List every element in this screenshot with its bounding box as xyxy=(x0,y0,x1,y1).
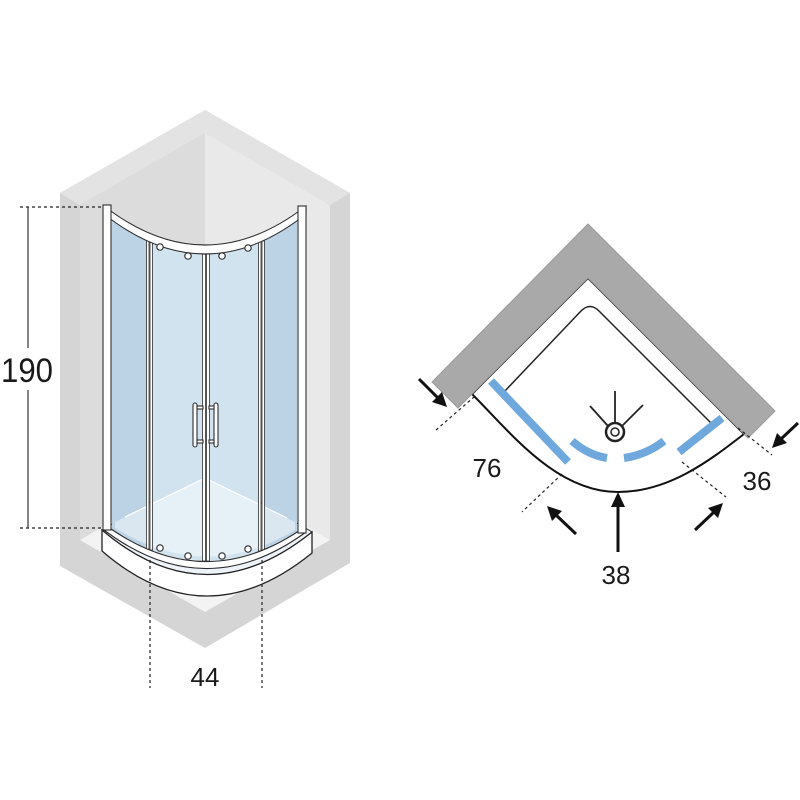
handle-mount-right-bottom xyxy=(208,439,215,444)
profile-right-fixed-edge xyxy=(261,240,265,551)
plan-right-label: 36 xyxy=(743,466,772,496)
height-label-background xyxy=(0,348,56,390)
tray-interior-edge-left xyxy=(124,477,206,518)
plan-shower-tray xyxy=(470,276,746,494)
tray-interior-edge-right xyxy=(204,477,288,519)
arrow-right-entry-head xyxy=(772,433,787,448)
plan-glass-left-fixed xyxy=(488,378,571,465)
arrow-front-head xyxy=(611,492,625,507)
handle-bar-right xyxy=(213,402,219,448)
roller-top-2 xyxy=(184,252,192,260)
plan-glass-door-right xyxy=(623,437,667,462)
handle-bar-left xyxy=(192,402,198,448)
handle-mount-right-top xyxy=(208,405,215,410)
shower-tray-front xyxy=(101,528,313,597)
height-label: 190 xyxy=(1,352,53,390)
wall-post-right xyxy=(297,205,307,534)
roller-top-4 xyxy=(244,244,252,252)
drain-inner xyxy=(610,427,620,437)
plan-tray-inner-rim xyxy=(502,305,713,425)
glass-door-left xyxy=(150,242,206,561)
roller-bottom-2 xyxy=(184,552,192,560)
plan-extension-bottom-right xyxy=(681,461,727,498)
plan-extension-left xyxy=(435,396,475,431)
glass-door-right xyxy=(206,242,261,561)
width-dimension: 44 xyxy=(149,560,263,692)
plan-extension-bottom-left xyxy=(521,473,563,513)
plan-glass-door-left xyxy=(569,437,608,462)
arrow-bottom-left xyxy=(547,506,578,536)
roller-top-3 xyxy=(218,252,226,260)
arrow-bottom-right xyxy=(693,503,723,532)
roller-bottom-1 xyxy=(156,544,164,552)
glass-panel-right-fixed xyxy=(263,221,297,550)
profile-left-door-edge xyxy=(149,241,153,551)
arrow-bottom-right-head xyxy=(708,503,723,518)
arrow-left-entry-head xyxy=(432,392,447,407)
arrow-bottom-left-shaft xyxy=(554,513,578,536)
elevation-view: 190 44 xyxy=(0,110,350,692)
plan-glass-right-fixed xyxy=(676,414,725,456)
wall-frame-top-band xyxy=(60,110,350,205)
slope-line-right xyxy=(621,404,644,427)
handle-mount-left-top xyxy=(196,405,204,410)
plan-corner-wall xyxy=(431,223,776,439)
arrow-bottom-right-shaft xyxy=(693,510,716,532)
door-handle-right xyxy=(208,402,219,448)
arrow-left-entry xyxy=(417,377,447,407)
width-label: 44 xyxy=(191,662,220,692)
profile-right-door-edge xyxy=(258,241,262,552)
height-dimension: 190 xyxy=(0,206,103,529)
arrow-right-entry-shaft xyxy=(779,421,800,441)
plan-left-label: 76 xyxy=(473,453,502,483)
arrow-left-entry-shaft xyxy=(417,377,440,400)
plan-view: 76 36 38 xyxy=(417,223,800,590)
roller-top-1 xyxy=(156,243,164,251)
arrow-front xyxy=(611,492,625,552)
arrow-bottom-left-head xyxy=(547,506,562,521)
roller-bottom-4 xyxy=(244,545,252,553)
plan-extension-right xyxy=(737,427,773,456)
plan-front-label: 38 xyxy=(602,560,631,590)
glass-panel-left-fixed xyxy=(112,220,148,549)
door-handle-left xyxy=(192,402,204,448)
profile-left-fixed-edge xyxy=(146,240,150,550)
arrow-right-entry xyxy=(772,421,800,448)
wall-post-left xyxy=(102,204,112,531)
handle-mount-left-bottom xyxy=(196,439,204,444)
roller-bottom-3 xyxy=(218,552,226,560)
slope-line-left xyxy=(589,405,609,427)
